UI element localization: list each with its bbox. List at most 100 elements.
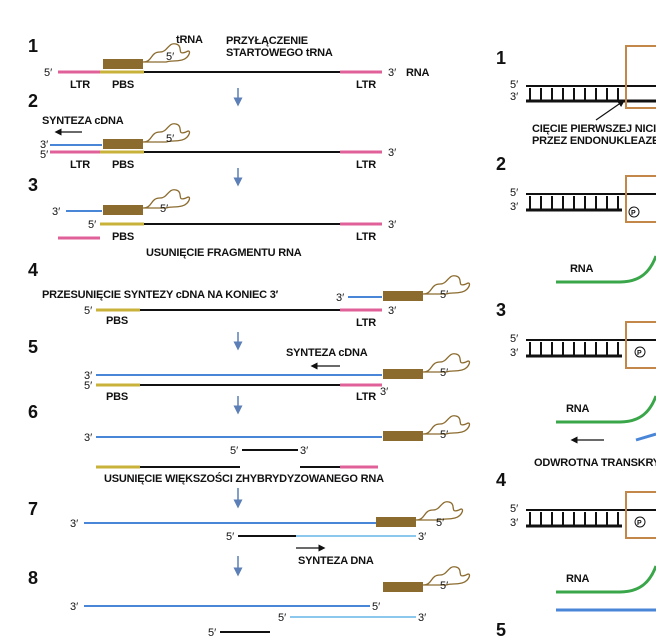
end-5: 5′ — [440, 429, 448, 441]
trna-block — [103, 205, 143, 215]
trna-cloverleaf — [422, 353, 471, 373]
pbs-label: PBS — [106, 315, 128, 327]
step-3: 5′ 3′ 5′ 3′ PBS LTR USUNIĘCIE FRAGMENTU … — [52, 189, 396, 259]
end-5: 5′ — [160, 203, 168, 215]
end-3: 3′ — [418, 531, 426, 543]
trna-block — [383, 582, 423, 592]
target-site-box — [625, 175, 656, 223]
synteza-cdna-label: SYNTEZA cDNA — [286, 347, 368, 359]
end-5: 5′ — [440, 580, 448, 592]
synteza-dna-label: SYNTEZA DNA — [298, 555, 374, 567]
step-2: SYNTEZA cDNA 5′ 3′ 5′ 3′ LTR PBS LTR — [40, 115, 396, 171]
end-3: 3′ — [84, 370, 92, 382]
rna-label: RNA — [570, 263, 593, 275]
phosphate-icon — [628, 206, 640, 218]
end-5: 5′ — [440, 367, 448, 379]
usuniecie-wiekszosci-label: USUNIĘCIE WIĘKSZOŚCI ZHYBRYDYZOWANEGO RN… — [104, 472, 384, 485]
trna-cloverleaf — [422, 275, 471, 295]
rna-label: RNA — [566, 573, 589, 585]
end-3: 3′ — [336, 292, 344, 304]
step-7: 5′ 3′ 5′ 3′ — [70, 501, 464, 552]
step-6: 5′ 3′ 5′ 3′ USUNIĘCIE WIĘKSZOŚCI ZHYBRYD… — [84, 415, 471, 485]
rna-strand — [556, 565, 656, 594]
end-3: 3′ — [388, 67, 396, 79]
base-pairs — [529, 342, 619, 356]
przesuniecie-label: PRZESUNIĘCIE SYNTEZY cDNA NA KONIEC 3′ — [42, 289, 279, 301]
base-pairs — [529, 88, 619, 101]
right-step-2: 5′ 3′ P RNA — [510, 175, 656, 284]
trna-cloverleaf — [422, 415, 471, 435]
phosphate-label: P — [637, 520, 642, 527]
trna-cloverleaf — [422, 566, 471, 586]
end-5: 5′ — [208, 627, 216, 639]
end-3: 3′ — [510, 91, 518, 103]
ltr-label: LTR — [70, 79, 90, 91]
end-3: 3′ — [52, 206, 60, 218]
end-3: 3′ — [510, 517, 518, 529]
end-5: 5′ — [44, 67, 52, 79]
end-5: 5′ — [166, 51, 174, 63]
step-number-8: 8 — [28, 568, 38, 588]
step-number-2: 2 — [496, 154, 506, 174]
pbs-label: PBS — [106, 391, 128, 403]
ltr-label: LTR — [356, 79, 376, 91]
target-site-box — [625, 45, 656, 109]
rna-label: RNA — [566, 403, 589, 415]
end-3: 3′ — [510, 347, 518, 359]
ciecie-line2: PRZEZ ENDONUKLEAZĘ — [532, 135, 656, 147]
end-5: 5′ — [278, 612, 286, 624]
step-number-2: 2 — [28, 91, 38, 111]
end-5: 5′ — [436, 517, 444, 529]
end-3: 3′ — [70, 518, 78, 530]
pbs-label: PBS — [112, 231, 134, 243]
end-5: 5′ — [84, 305, 92, 317]
end-3: 3′ — [388, 305, 396, 317]
pbs-label: PBS — [112, 159, 134, 171]
cdna-strand — [635, 432, 656, 442]
step-number-3: 3 — [28, 175, 38, 195]
pbs-label: PBS — [112, 79, 134, 91]
trna-label: tRNA — [176, 34, 203, 46]
end-5: 5′ — [510, 79, 518, 91]
trna-block — [383, 369, 423, 379]
left-panel: 1 2 3 4 5 6 7 8 tRNA 5′ PRZYŁĄCZENIE STA… — [28, 34, 471, 639]
step-number-6: 6 — [28, 402, 38, 422]
end-5: 5′ — [440, 289, 448, 301]
end-5: 5′ — [84, 380, 92, 392]
end-3: 3′ — [40, 139, 48, 151]
trna-block — [103, 139, 143, 149]
end-5: 5′ — [510, 333, 518, 345]
step-number-4: 4 — [496, 470, 506, 490]
usuniecie-fragmentu-label: USUNIĘCIE FRAGMENTU RNA — [146, 247, 302, 259]
target-site-box — [625, 491, 656, 539]
phosphate-label: P — [637, 350, 642, 357]
phosphate-icon — [634, 516, 646, 528]
right-step-1: 5′ 3′ CIĘCIE PIERWSZEJ NICI PRZEZ ENDONU… — [510, 45, 656, 147]
end-5: 5′ — [230, 445, 238, 457]
right-step-3: 5′ 3′ P RNA ODWROTNA TRANSKRYP — [510, 321, 656, 469]
end-3: 3′ — [418, 612, 426, 624]
step-number-4: 4 — [28, 260, 38, 280]
odwrotna-label: ODWROTNA TRANSKRYP — [534, 457, 656, 469]
base-pairs — [529, 196, 619, 210]
step-number-7: 7 — [28, 499, 38, 519]
step1-title-line1: PRZYŁĄCZENIE — [226, 35, 308, 47]
right-step-4: 5′ 3′ P RNA — [510, 491, 656, 612]
trna-block — [383, 291, 423, 301]
end-3: 3′ — [388, 147, 396, 159]
ltr-label: LTR — [356, 231, 376, 243]
step-8: 5′ 3′ 5′ 5′ 3′ 5′ — [70, 566, 471, 639]
trna-block — [383, 431, 423, 441]
trna-block — [103, 59, 143, 69]
step-4: PRZESUNIĘCIE SYNTEZY cDNA NA KONIEC 3′ 5… — [42, 275, 471, 329]
phosphate-icon — [634, 346, 646, 358]
end-3: 3′ — [84, 432, 92, 444]
step-number-5: 5 — [28, 337, 38, 357]
end-5: 5′ — [166, 133, 174, 145]
trna-cloverleaf — [415, 501, 464, 521]
cut-arrow — [595, 99, 625, 121]
target-site-box — [625, 321, 656, 369]
rna-strand — [556, 255, 656, 284]
step-1: tRNA 5′ PRZYŁĄCZENIE STARTOWEGO tRNA 5′ … — [44, 34, 430, 91]
